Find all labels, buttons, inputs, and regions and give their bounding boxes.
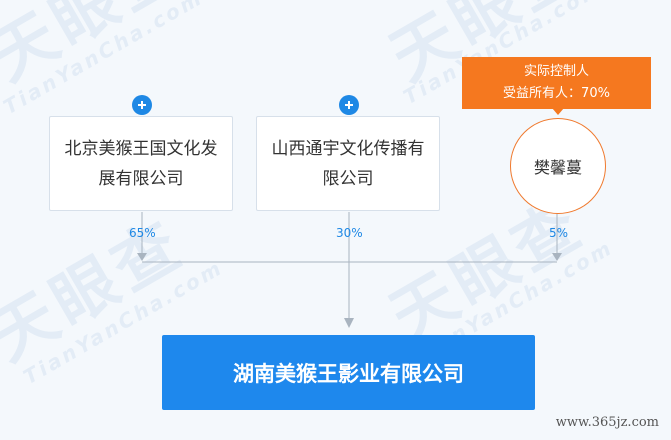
shareholder-name-line: 展有限公司 xyxy=(98,168,184,189)
shareholder-node[interactable]: 山西通宇文化传播有 限公司 xyxy=(256,116,440,211)
person-node[interactable]: 樊馨蔓 xyxy=(510,118,606,214)
share-percent: 5% xyxy=(549,226,569,240)
target-company-node[interactable]: 湖南美猴王影业有限公司 xyxy=(162,335,535,410)
arrow-head xyxy=(137,253,147,261)
controller-title: 实际控制人 xyxy=(523,64,589,79)
target-company-name: 湖南美猴王影业有限公司 xyxy=(233,361,464,386)
arrow-head xyxy=(552,253,562,261)
badge-pointer xyxy=(552,108,564,115)
shareholder-name-line: 限公司 xyxy=(322,168,374,189)
expand-plus-icon[interactable] xyxy=(132,95,152,115)
shareholder-name-line: 北京美猴王国文化发 xyxy=(64,138,218,159)
share-percent: 65% xyxy=(129,226,156,240)
arrow-head xyxy=(344,318,354,328)
shareholder-node[interactable]: 北京美猴王国文化发 展有限公司 xyxy=(49,116,233,211)
site-watermark-label: www.365jz.com xyxy=(555,415,659,430)
actual-controller-badge: 实际控制人 受益所有人：70% xyxy=(462,57,651,109)
expand-plus-icon[interactable] xyxy=(339,95,359,115)
beneficial-owner-text: 受益所有人：70% xyxy=(503,86,610,101)
person-name: 樊馨蔓 xyxy=(533,158,582,177)
shareholder-name-line: 山西通宇文化传播有 xyxy=(271,138,425,159)
share-percent: 30% xyxy=(336,226,363,240)
